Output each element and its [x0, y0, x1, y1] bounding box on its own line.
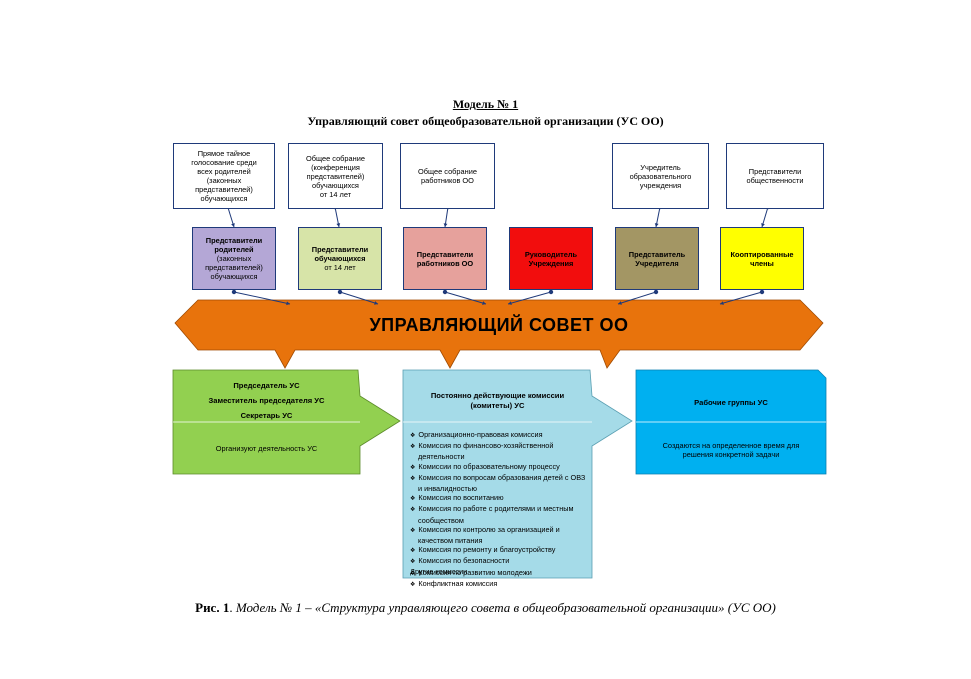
arrow-source-public-head: [761, 223, 765, 227]
rep-box-coopted: Кооптированные члены: [720, 227, 804, 290]
source-box-parents: Прямое тайное голосование среди всех род…: [173, 143, 275, 209]
figure-label: Рис. 1: [195, 600, 230, 615]
rep-students-title: Представители обучающихся: [311, 245, 369, 263]
arrow-rep-director: [507, 291, 552, 305]
arrow-rep-staff: [444, 291, 487, 305]
committee-item: Комиссия по развитию молодежи: [410, 568, 590, 579]
arrow-rep-parents-head: [286, 301, 290, 306]
rep-box-founder: Представитель Учредителя: [615, 227, 699, 290]
committee-item: Комиссия по вопросам образования детей с…: [410, 473, 590, 493]
other-committees: Другие комиссии: [410, 567, 468, 576]
source-box-students: Общее собрание (конференция представител…: [288, 143, 383, 209]
chairman-label: Председатель УС: [233, 381, 300, 390]
working-groups-description: Создаются на определенное время для реше…: [662, 441, 800, 459]
arrow-source-staff-head: [443, 223, 448, 227]
committee-item: Комиссия по работе с родителями и местны…: [410, 504, 590, 524]
arrow-rep-coopted-dot: [759, 289, 765, 295]
rep-parents-title: Представители родителей: [205, 236, 263, 254]
leadership-description: Организуют деятельность УС: [215, 444, 318, 453]
committee-item: Комиссия по финансово-хозяйственной деят…: [410, 441, 590, 461]
arrow-rep-students-head: [374, 301, 378, 305]
model-title: Модель № 1: [452, 97, 519, 111]
arrow-source-students-head: [336, 223, 341, 227]
rep-founder-title: Представитель Учредителя: [628, 249, 686, 268]
committee-item: Комиссии по образовательному процессу: [410, 462, 590, 473]
committee-item: Комиссия по контролю за организацией и к…: [410, 525, 590, 545]
arrow-rep-staff-dot: [442, 289, 448, 295]
arrow-rep-founder-dot: [653, 289, 659, 295]
arrow-rep-students: [339, 291, 379, 305]
rep-box-director: Руководитель Учреждения: [509, 227, 593, 290]
council-banner-label: УПРАВЛЯЮЩИЙ СОВЕТ ОО: [369, 315, 629, 335]
rep-box-parents: Представители родителей (законных предст…: [192, 227, 276, 290]
secretary-label: Секретарь УС: [240, 411, 293, 420]
arrow-rep-founder-head: [618, 301, 622, 305]
figure-caption: Рис. 1. Модель № 1 – «Структура управляю…: [195, 600, 776, 615]
deputy-chairman-label: Заместитель председателя УС: [208, 396, 325, 405]
rep-director-title: Руководитель Учреждения: [524, 249, 578, 268]
committee-item: Комиссия по безопасности: [410, 556, 590, 567]
source-box-staff: Общее собрание работников ОО: [400, 143, 495, 209]
committee-item: Конфликтная комиссия: [410, 579, 590, 590]
arrow-source-founder-head: [654, 223, 659, 227]
diagram-subtitle: Управляющий совет общеобразовательной ор…: [307, 114, 664, 128]
council-banner: [174, 299, 824, 369]
working-groups-title: Рабочие группы УС: [694, 398, 768, 407]
committee-list: Организационно-правовая комиссияКомиссия…: [410, 430, 590, 590]
committee-item: Комиссия по воспитанию: [410, 493, 590, 504]
rep-coopted-title: Кооптированные члены: [730, 249, 794, 268]
figure-caption-text: Модель № 1 – «Структура управляющего сов…: [235, 600, 776, 615]
arrow-rep-director-dot: [548, 289, 554, 295]
arrow-rep-parents-dot: [231, 289, 237, 295]
arrow-rep-coopted: [719, 291, 763, 305]
source-box-public: Представители общественности: [726, 143, 824, 209]
rep-box-students: Представители обучающихся от 14 лет: [298, 227, 382, 290]
rep-box-staff: Представители работников ОО: [403, 227, 487, 290]
arrow-rep-coopted-head: [720, 301, 724, 305]
rep-students-text: от 14 лет: [324, 263, 356, 272]
arrow-rep-director-head: [508, 301, 512, 305]
arrow-source-parents-head: [231, 223, 235, 227]
rep-parents-text: (законных представителей) обучающихся: [205, 254, 263, 281]
rep-staff-title: Представители работников ОО: [416, 249, 474, 268]
committee-item: Комиссия по ремонту и благоустройству: [410, 545, 590, 556]
committees-title: Постоянно действующие комиссии (комитеты…: [430, 391, 565, 410]
arrow-rep-parents: [233, 291, 291, 305]
source-box-founder: Учредитель образовательного учреждения: [612, 143, 709, 209]
arrow-rep-founder: [617, 291, 657, 305]
arrow-rep-students-dot: [337, 289, 343, 295]
arrow-rep-staff-head: [482, 301, 486, 305]
committee-item: Организационно-правовая комиссия: [410, 430, 590, 441]
